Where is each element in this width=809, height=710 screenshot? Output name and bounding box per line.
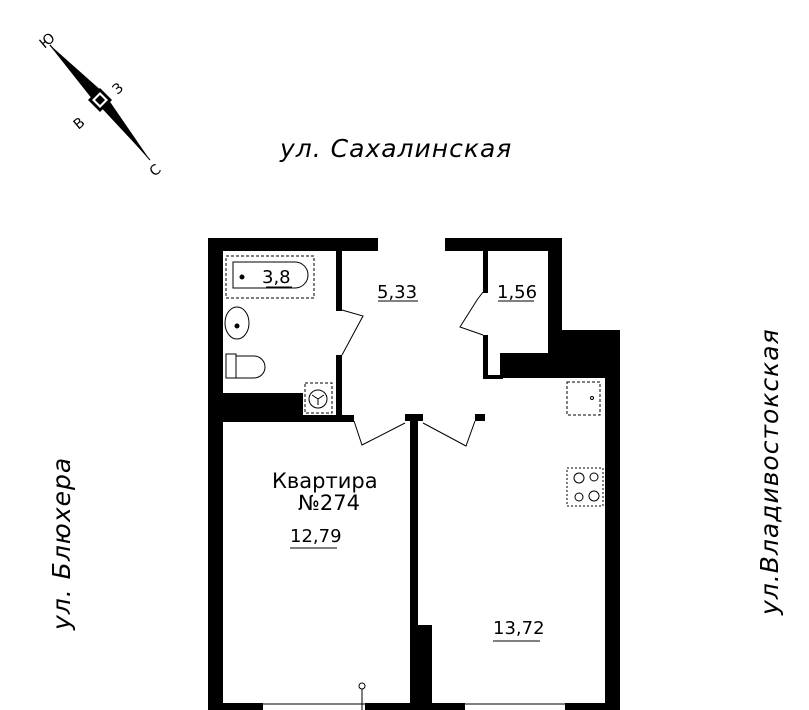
- toilet-icon: [225, 353, 266, 379]
- walls: [208, 238, 620, 710]
- bathtub-icon: [225, 255, 315, 299]
- compass-west-label: В: [71, 115, 89, 133]
- bathroom-area: 3,8: [262, 267, 291, 288]
- compass-rose-icon: Ю З В С: [37, 30, 165, 180]
- hallway-area: 5,33: [377, 282, 417, 303]
- apartment-number: №274: [298, 491, 360, 515]
- storage-area: 1,56: [497, 282, 537, 303]
- street-top-label: ул. Сахалинская: [279, 134, 512, 163]
- compass-east-label: З: [110, 80, 127, 98]
- apartment-title: Квартира: [272, 469, 378, 493]
- balcony-door-icon: [263, 682, 565, 710]
- compass-south-label: Ю: [37, 30, 59, 52]
- street-right-label: ул.Владивостокская: [755, 328, 784, 616]
- stove-icon: [566, 467, 604, 507]
- bedroom-area: 12,79: [290, 526, 342, 547]
- washing-machine-icon: [304, 382, 333, 414]
- sink-icon: [224, 306, 250, 340]
- street-left-label: ул. Блюхера: [47, 457, 76, 631]
- doors: [341, 291, 484, 447]
- compass-north-label: С: [147, 161, 165, 180]
- kitchen-area: 13,72: [493, 618, 545, 639]
- kitchen-sink-icon: [566, 381, 601, 416]
